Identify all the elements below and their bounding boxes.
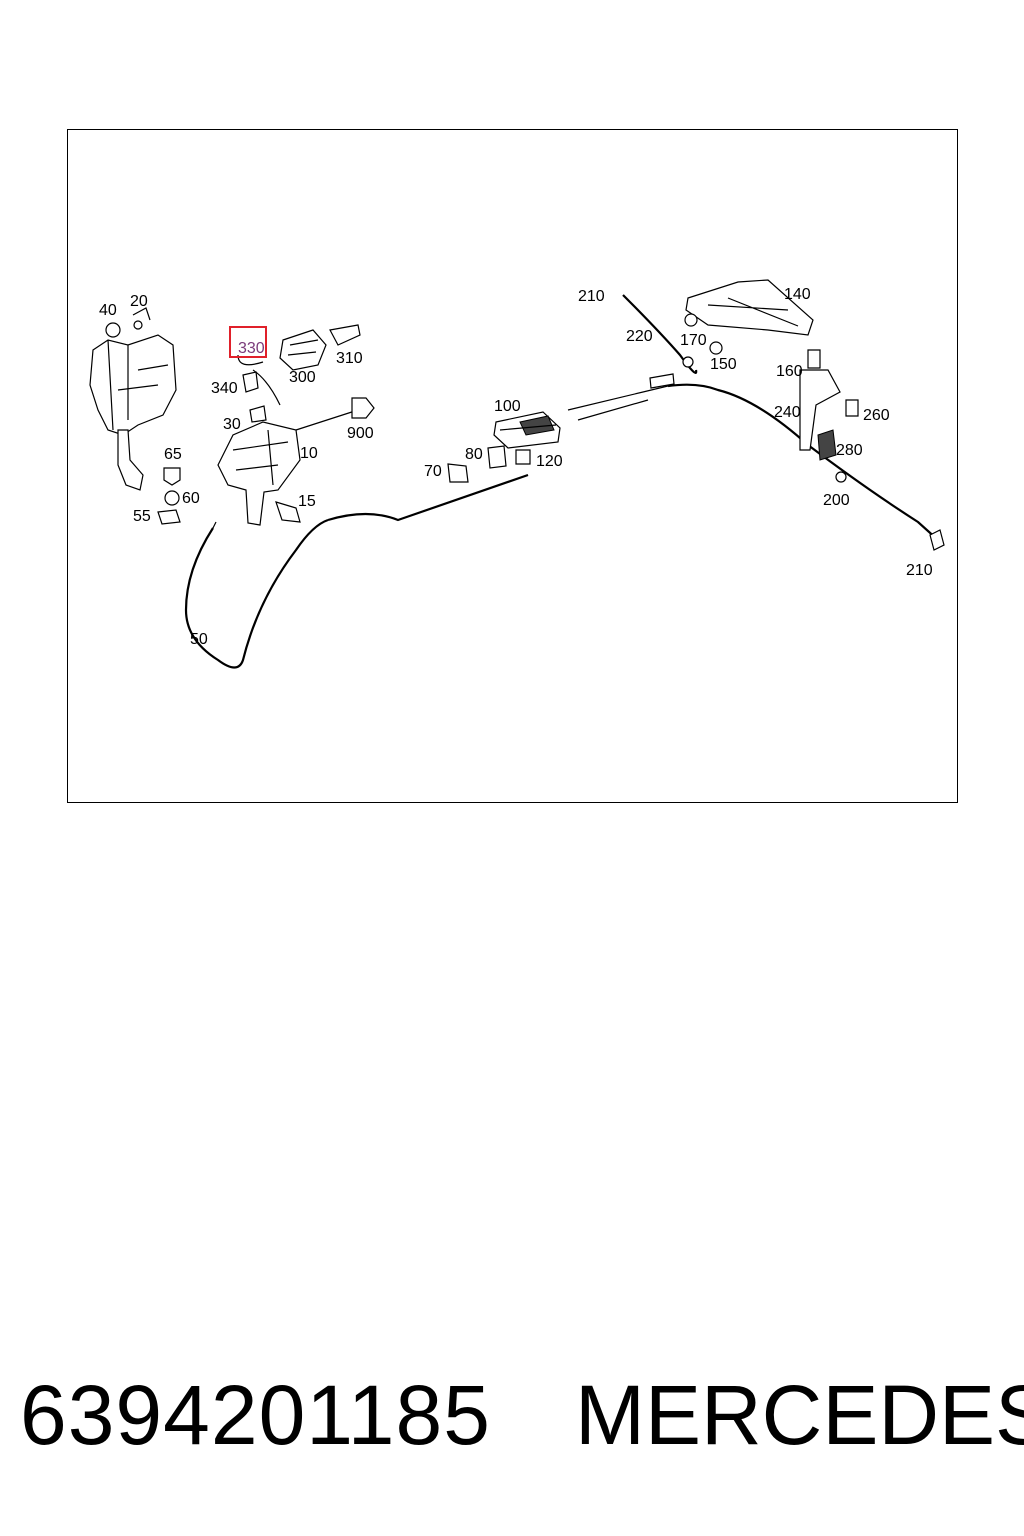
callout-170: 170 bbox=[680, 332, 707, 349]
callout-50: 50 bbox=[190, 631, 208, 648]
callout-260: 260 bbox=[863, 407, 890, 424]
callout-70: 70 bbox=[424, 463, 442, 480]
callout-140: 140 bbox=[784, 286, 811, 303]
front-cable-50 bbox=[184, 473, 529, 669]
callout-20: 20 bbox=[130, 293, 148, 310]
parking-brake-pedal bbox=[217, 409, 359, 526]
callout-55: 55 bbox=[133, 508, 151, 525]
callout-15: 15 bbox=[298, 493, 316, 510]
parts-diagram-frame: 40 20 330 310 300 340 30 900 10 65 60 55… bbox=[67, 129, 958, 803]
callout-80: 80 bbox=[465, 446, 483, 463]
callout-40: 40 bbox=[99, 302, 117, 319]
bracket-240 bbox=[799, 349, 945, 551]
callout-150: 150 bbox=[710, 356, 737, 373]
pedal-bracket-assembly bbox=[89, 307, 177, 491]
callout-240: 240 bbox=[774, 404, 801, 421]
brake-actuator-100 bbox=[493, 411, 561, 449]
callout-280: 280 bbox=[836, 442, 863, 459]
highlight-box bbox=[229, 326, 267, 358]
callout-30: 30 bbox=[223, 416, 241, 433]
callout-60: 60 bbox=[182, 490, 200, 507]
callout-120: 120 bbox=[536, 453, 563, 470]
callout-220: 220 bbox=[626, 328, 653, 345]
footer: 6394201185 MERCEDES bbox=[0, 1360, 1024, 1470]
callout-210: 210 bbox=[578, 288, 605, 305]
part-number: 6394201185 bbox=[20, 1368, 491, 1462]
callout-160: 160 bbox=[776, 363, 803, 380]
callout-330: 330 bbox=[238, 340, 265, 357]
actuator-parts-300-310 bbox=[237, 324, 361, 423]
callout-300: 300 bbox=[289, 369, 316, 386]
rear-cables bbox=[567, 294, 939, 541]
parts-diagram: 40 20 330 310 300 340 30 900 10 65 60 55… bbox=[89, 279, 945, 669]
callout-210: 210 bbox=[906, 562, 933, 579]
brand-name: MERCEDES bbox=[575, 1368, 1024, 1462]
callout-310: 310 bbox=[336, 350, 363, 367]
small-parts-65-60-55 bbox=[157, 467, 181, 525]
bracket-140 bbox=[684, 279, 814, 355]
callout-10: 10 bbox=[300, 445, 318, 462]
callout-900: 900 bbox=[347, 425, 374, 442]
parts-70-80-120 bbox=[447, 445, 531, 483]
callout-340: 340 bbox=[211, 380, 238, 397]
part-900 bbox=[351, 397, 375, 419]
callout-100: 100 bbox=[494, 398, 521, 415]
callout-200: 200 bbox=[823, 492, 850, 509]
callout-65: 65 bbox=[164, 446, 182, 463]
